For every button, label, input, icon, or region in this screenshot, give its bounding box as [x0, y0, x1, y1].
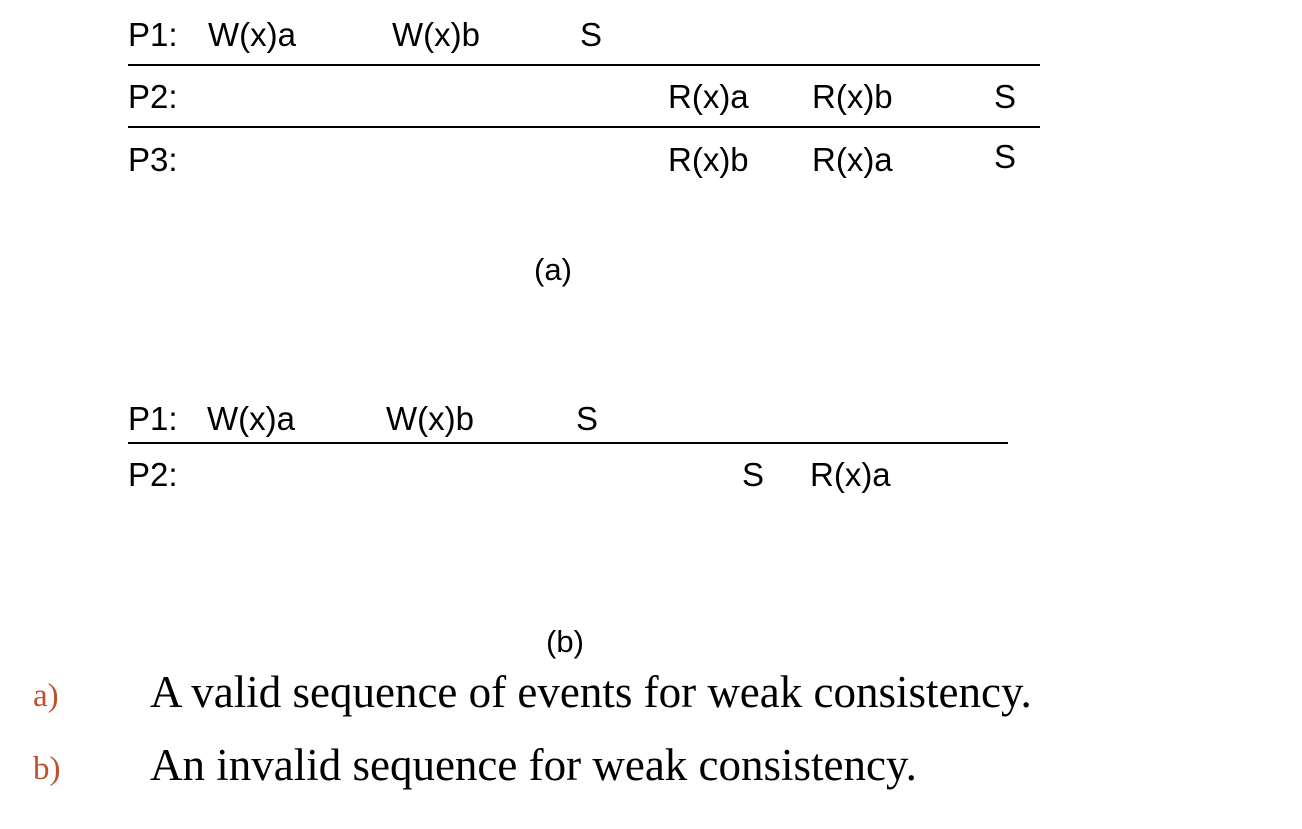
- diagram-a-p1-label: P1:: [128, 16, 178, 53]
- diagram-b-p1-event-3: S: [576, 400, 599, 437]
- diagram-b-caption: (b): [546, 624, 584, 659]
- diagram-a-p2-event-2: R(x)b: [812, 78, 893, 115]
- bullet-item-b: b) An invalid sequence for weak consiste…: [0, 743, 1302, 813]
- diagram-b-p2-event-1: S: [742, 456, 765, 493]
- bullet-marker-a: a): [33, 678, 59, 714]
- diagram-b-p1-label: P1:: [128, 400, 178, 437]
- diagram-a-caption: (a): [534, 252, 572, 287]
- diagram-a-p1-event-3: S: [580, 16, 603, 53]
- bullet-marker-b: b): [33, 751, 61, 787]
- bullet-item-a: a) A valid sequence of events for weak c…: [0, 670, 1302, 740]
- diagram-b-rule-1: [128, 442, 1008, 444]
- bullet-text-b: An invalid sequence for weak consistency…: [150, 740, 917, 790]
- diagram-a-p1-event-1: W(x)a: [208, 16, 296, 53]
- diagram-a-p3-event-1: R(x)b: [668, 141, 749, 178]
- diagram-a-p2-event-1: R(x)a: [668, 78, 749, 115]
- diagram-a-rule-2: [128, 126, 1040, 128]
- diagram-a-p1-event-2: W(x)b: [392, 16, 480, 53]
- diagram-a-p3-event-3: S: [994, 138, 1017, 175]
- diagram-b-p2-event-2: R(x)a: [810, 456, 891, 493]
- bullet-text-a: A valid sequence of events for weak cons…: [150, 667, 1032, 717]
- diagram-a-rule-1: [128, 64, 1040, 66]
- diagram-a-p2-label: P2:: [128, 78, 178, 115]
- diagram-b-p2-label: P2:: [128, 456, 178, 493]
- diagram-a-p3-label: P3:: [128, 141, 178, 178]
- diagram-a-p2-event-3: S: [994, 78, 1017, 115]
- diagram-b-p1-event-2: W(x)b: [386, 400, 474, 437]
- diagram-a-p3-event-2: R(x)a: [812, 141, 893, 178]
- diagram-b-p1-event-1: W(x)a: [207, 400, 295, 437]
